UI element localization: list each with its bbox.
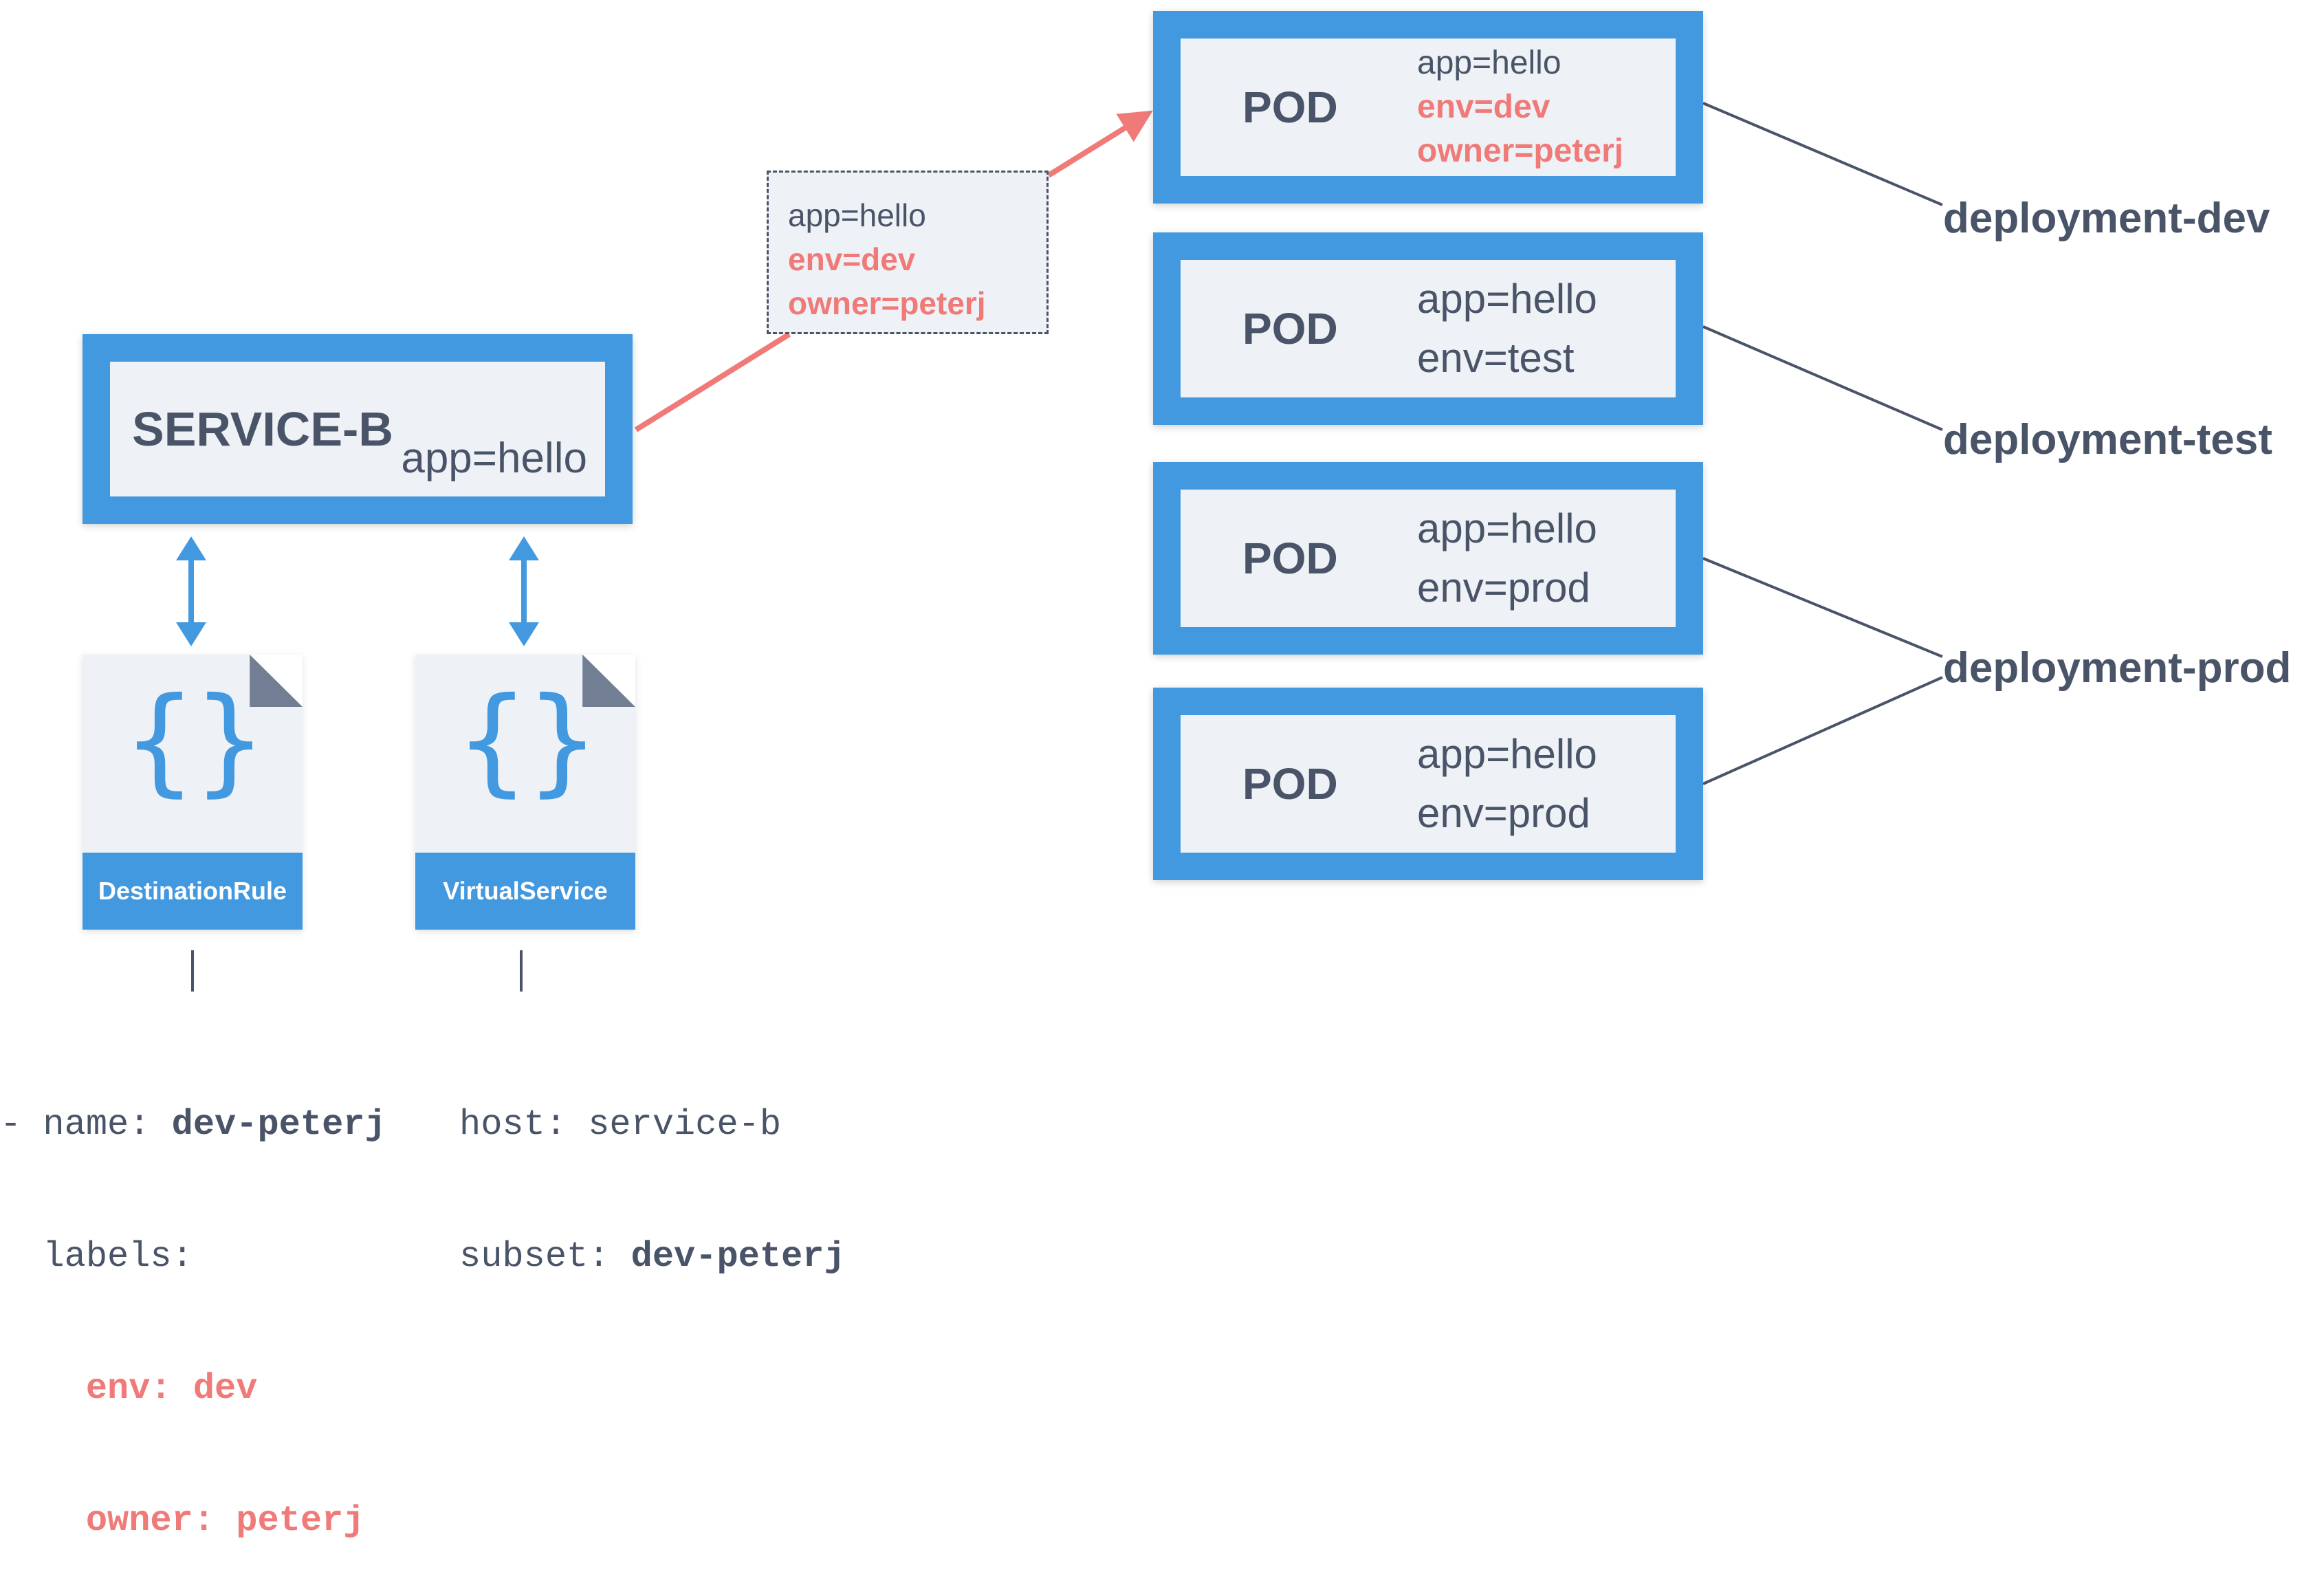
service-title: SERVICE-B [132, 402, 393, 456]
pod3-deployment-prod-line [1702, 557, 1943, 658]
service-box[interactable]: SERVICE-B app=hello [83, 334, 633, 524]
note-env-label: env=dev [788, 241, 916, 277]
yaml-key: subset: [459, 1236, 631, 1277]
pod-dev[interactable]: POD app=hello env=dev owner=peterj [1153, 11, 1703, 204]
virtual-service-label: VirtualService [415, 853, 635, 930]
destination-rule-doc[interactable]: {} DestinationRule [83, 655, 303, 930]
pod4-deployment-prod-line [1702, 676, 1943, 785]
deployment-test-label: deployment-test [1943, 416, 2272, 463]
yaml-line: subset: dev-peterj [459, 1235, 846, 1279]
bidirectional-arrow-icon [509, 536, 539, 646]
json-braces-icon: {} [122, 672, 267, 809]
yaml-line: owner: peterj [0, 1500, 365, 1541]
selector-note: app=hello env=dev owner=peterj [767, 171, 1049, 334]
destination-rule-yaml: - name: dev-peterj labels: env: dev owne… [0, 1015, 386, 1587]
json-braces-icon: {} [454, 672, 600, 809]
connectors [176, 102, 1943, 992]
pod-label: env=prod [1417, 565, 1590, 611]
pod1-deployment-dev-line [1702, 102, 1943, 206]
pod2-deployment-test-line [1702, 325, 1943, 431]
pod-labels: app=hello env=prod [1417, 715, 1597, 853]
virtual-service-yaml: host: service-b subset: dev-peterj [459, 1015, 846, 1323]
pod-label: env=test [1417, 335, 1575, 381]
note-owner-label: owner=peterj [788, 285, 986, 321]
pod-label: app=hello [1417, 276, 1597, 322]
pod-title: POD [1242, 83, 1338, 132]
pod-inner: POD app=hello env=dev owner=peterj [1181, 39, 1676, 176]
pod-title: POD [1242, 304, 1338, 353]
deployment-prod-label: deployment-prod [1943, 644, 2292, 692]
pod-label: env=dev [1417, 89, 1550, 125]
yaml-key: - name: [0, 1104, 172, 1145]
bidirectional-arrow-icon [176, 536, 206, 646]
pod-inner: POD app=hello env=prod [1181, 490, 1676, 627]
pod-prod-2[interactable]: POD app=hello env=prod [1153, 688, 1703, 880]
yaml-line: host: service-b [459, 1104, 782, 1145]
yaml-line: labels: [0, 1236, 193, 1277]
pod-inner: POD app=hello env=test [1181, 260, 1676, 397]
yaml-line: env: dev [0, 1368, 258, 1409]
pod-label: app=hello [1417, 505, 1597, 551]
yaml-value: dev-peterj [171, 1104, 386, 1145]
pod-labels: app=hello env=prod [1417, 490, 1597, 627]
pod-title: POD [1242, 534, 1338, 583]
note-to-pod-arrow [1046, 110, 1153, 178]
virtual-service-doc[interactable]: {} VirtualService [415, 655, 635, 930]
service-to-note-line [634, 331, 791, 433]
pod-label: app=hello [1417, 731, 1597, 777]
pod-title: POD [1242, 759, 1338, 809]
yaml-line: - name: dev-peterj [0, 1103, 386, 1147]
yaml-value: dev-peterj [631, 1236, 846, 1277]
service-label: app=hello [401, 435, 587, 482]
deployment-dev-label: deployment-dev [1943, 195, 2270, 242]
pod-labels: app=hello env=dev owner=peterj [1417, 39, 1623, 176]
pod-label: app=hello [1417, 45, 1561, 81]
service-box-inner: SERVICE-B app=hello [110, 362, 605, 496]
pod-labels: app=hello env=test [1417, 260, 1597, 397]
pod-label: owner=peterj [1417, 133, 1624, 169]
pod-test[interactable]: POD app=hello env=test [1153, 232, 1703, 425]
destination-rule-label: DestinationRule [83, 853, 303, 930]
pod-prod-1[interactable]: POD app=hello env=prod [1153, 462, 1703, 655]
pod-label: env=prod [1417, 790, 1590, 836]
note-app-label: app=hello [788, 197, 926, 233]
pod-inner: POD app=hello env=prod [1181, 715, 1676, 853]
